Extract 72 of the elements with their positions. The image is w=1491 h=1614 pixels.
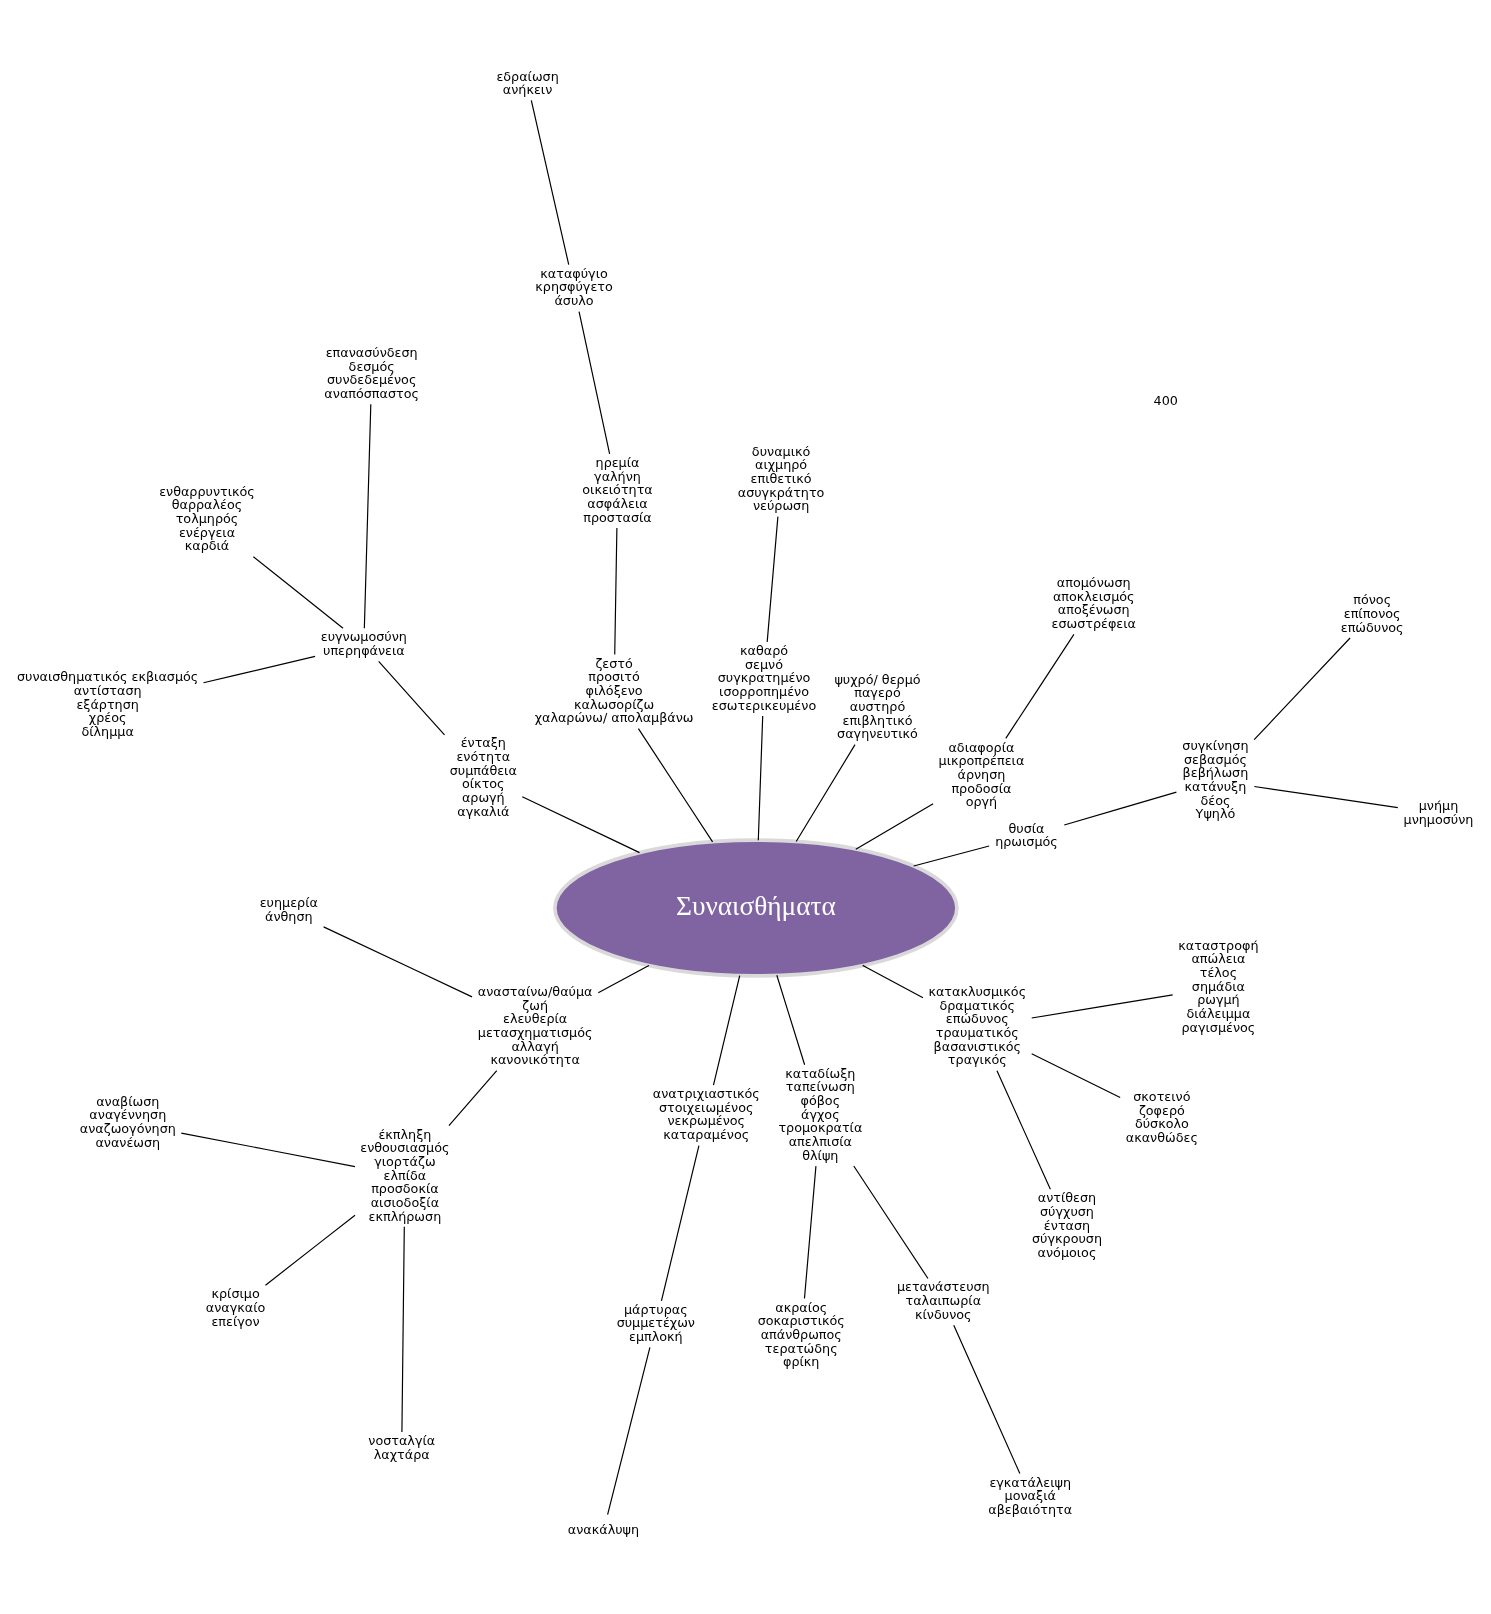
node-text: εδραίωση ανήκειν <box>496 68 559 97</box>
node-text: ακραίος σοκαριστικός απάνθρωπος τερατώδης φρίκη <box>757 1299 845 1369</box>
node-text: εγκατάλειψη μοναξιά αβεβαιότητα <box>988 1474 1073 1517</box>
node-text: επανασύνδεση δεσμός συνδεδεμένος αναπόσπαστος <box>324 344 419 401</box>
connector <box>202 655 316 683</box>
connector <box>953 1324 1021 1474</box>
node-text: θυσία ηρωισμός <box>995 820 1058 849</box>
connector <box>795 743 856 842</box>
connector <box>660 1144 700 1301</box>
node-text: ευγνωμοσύνη υπερηφάνεια <box>320 628 407 658</box>
connector <box>996 1069 1051 1190</box>
node-text: ηρεμία γαλήνη οικειότητα ασφάλεια προστασία <box>582 454 653 525</box>
connector <box>1031 1052 1121 1098</box>
connector <box>614 526 618 655</box>
node-text: απομόνωση αποκλεισμός αποξένωση εσωστρέφεια <box>1051 574 1136 631</box>
node-text: ψυχρό/ θερμό παγερό αυστηρό επιβλητικό σαγηνευτικό <box>834 671 921 741</box>
node-text: συγκίνηση σεβασμός βεβήλωση κατάνυξη δέος Υψηλό <box>1182 737 1249 821</box>
label: 400 <box>1153 392 1178 408</box>
connector <box>1005 633 1075 739</box>
connector <box>401 1225 405 1433</box>
connector <box>607 1346 651 1515</box>
connector <box>853 1164 929 1279</box>
connector <box>803 1165 817 1299</box>
node-text: καταδίωξη ταπείνωση φόβος άγχος τρομοκρατία απελπισία θλίψη <box>778 1065 863 1163</box>
connector <box>1031 993 1174 1019</box>
connector <box>757 714 764 841</box>
node-text: δυναμικό αιχμηρό επιθετικό ασυγκράτητο νεύρωση <box>737 443 825 513</box>
node-text: κρίσιμο αναγκαίο επείγον <box>205 1285 266 1329</box>
node-text: ενθαρρυντικός θαρραλέος τολμηρός ενέργεια καρδιά <box>159 483 255 553</box>
connector <box>637 727 714 842</box>
connector <box>378 660 446 736</box>
node-text: αντίθεση σύγχυση ένταση σύγκρουση ανόμοιος <box>1032 1189 1102 1260</box>
connector <box>712 974 741 1086</box>
connector <box>766 515 779 642</box>
node-text: ευημερία άνθηση <box>259 894 318 924</box>
node-text: νοσταλγία λαχτάρα <box>368 1432 436 1462</box>
connector <box>530 99 570 265</box>
node-text: ένταξη ενότητα συμπάθεια οίκτος αρωγή αγκαλιά <box>449 734 517 819</box>
node-text: αδιαφορία μικροπρέπεια άρνηση προδοσία οργή <box>938 739 1025 809</box>
connector <box>1253 785 1399 808</box>
node-ellipse: Συναισθήματα <box>553 837 959 978</box>
connector <box>1063 791 1177 826</box>
node-text: μετανάστευση ταλαιπωρία κίνδυνος <box>896 1278 990 1322</box>
node-text: έκπληξη ενθουσιασμός γιορτάζω ελπίδα προσδοκία αισιοδοξία εκπλήρωση <box>360 1126 450 1224</box>
node-text: σκοτεινό ζοφερό δύσκολο ακανθώδες <box>1125 1088 1198 1145</box>
connector <box>448 1069 498 1126</box>
node-text: μνήμη μνημοσύνη <box>1403 797 1474 827</box>
node-text: καταφύγιο κρησφύγετο άσυλο <box>535 265 613 308</box>
node-text: κατακλυσμικός δραματικός επώδυνος τραυματικός βασανιστικός τραγικός <box>928 983 1027 1067</box>
node-text: καταστροφή απώλεια τέλος σημάδια ρωγμή διάλειμμα ραγισμένος <box>1178 937 1259 1035</box>
connector <box>855 802 934 850</box>
connector <box>597 964 650 993</box>
connector <box>1253 636 1351 740</box>
node-text: συναισθηματικός εκβιασμός αντίσταση εξάρτηση χρέος δίλημμα <box>16 668 199 739</box>
connector <box>252 555 344 629</box>
connector <box>578 310 611 454</box>
node-text: ανακάλυψη <box>567 1521 640 1537</box>
connector <box>264 1214 356 1286</box>
connector <box>180 1132 356 1167</box>
node-text: ανασταίνω/θαύμα ζωή ελευθερία μετασχηματισμός αλλαγή κανονικότητα <box>477 983 593 1067</box>
connector <box>521 795 641 853</box>
connector <box>776 974 806 1065</box>
connector <box>323 925 473 997</box>
node-text: μάρτυρας συμμετέχων εμπλοκή <box>616 1301 695 1344</box>
node-text: πόνος επίπονος επώδυνος <box>1340 591 1404 635</box>
node-text: αναβίωση αναγέννηση αναζωογόνηση ανανέωση <box>79 1093 176 1150</box>
connector <box>862 964 924 998</box>
node-text: καθαρό σεμνό συγκρατημένο ισορροπημένο εσωτερικευμένο <box>711 642 817 713</box>
connector <box>913 844 990 867</box>
node-text: ανατριχιαστικός στοιχειωμένος νεκρωμένος καταραμένος <box>652 1085 760 1142</box>
node-text: ζεστό προσιτό φιλόξενο καλωσορίζω χαλαρώνω/ απολαμβάνω <box>534 655 694 725</box>
connector <box>363 403 372 629</box>
